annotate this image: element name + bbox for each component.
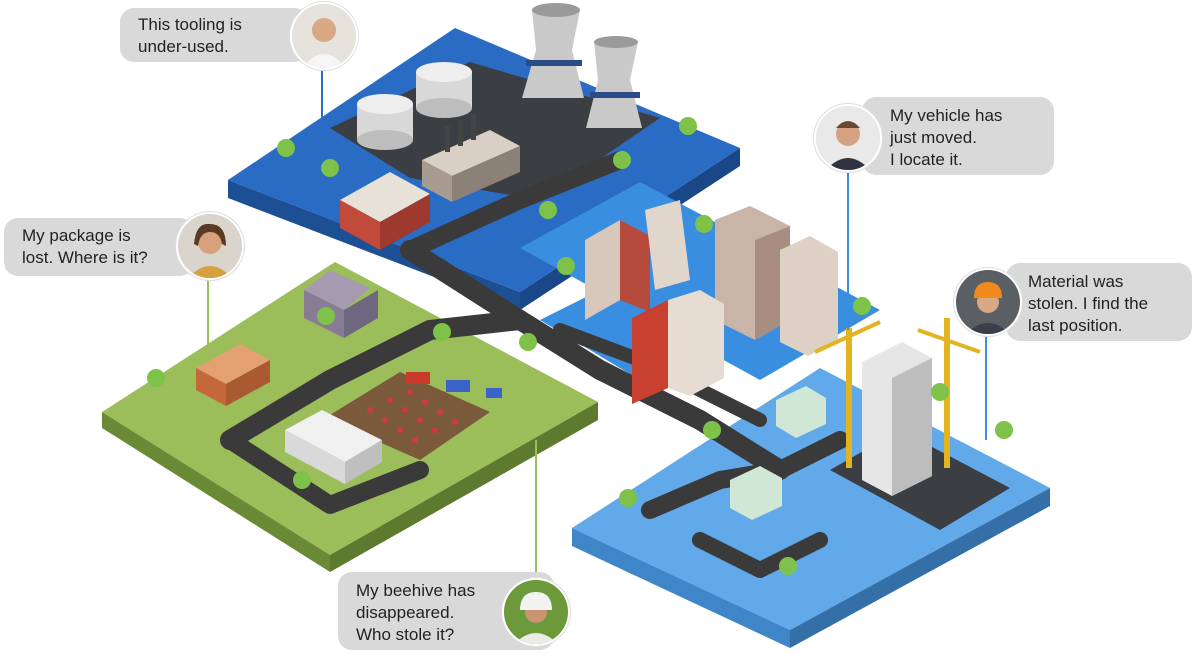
road-network [220,151,849,578]
shop-building [730,386,826,520]
bubble-tooling: This tooling is under-used. [120,8,308,62]
person-avatar-icon [502,578,570,646]
urban-buildings [585,200,838,404]
house-icon [196,270,382,484]
bubble-material: Material was stolen. I find the last pos… [1006,263,1192,341]
connector-lines [207,62,987,578]
tractor-icon [406,372,502,398]
storage-tank-icon [357,62,472,150]
bubble-vehicle: My vehicle has just moved. I locate it. [862,97,1054,175]
cooling-tower-icon [522,3,642,128]
farm-zone [102,262,598,572]
factory-building [340,114,520,250]
person-avatar-icon [814,104,882,172]
person-avatar-icon [290,2,358,70]
tree-icon [147,117,1013,575]
person-avatar-icon [954,268,1022,336]
crane-icon [814,318,981,496]
bubble-package: My package is lost. Where is it? [4,218,194,276]
person-avatar-icon [176,212,244,280]
